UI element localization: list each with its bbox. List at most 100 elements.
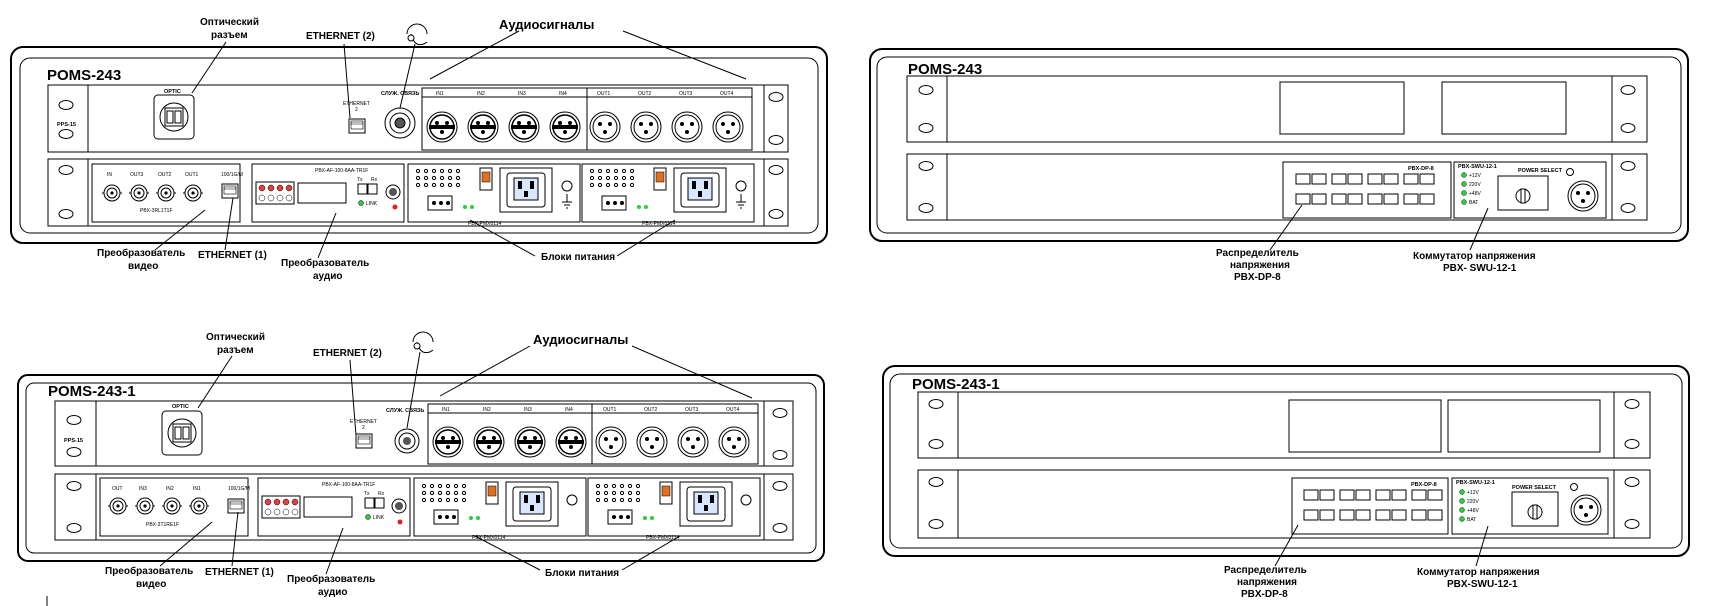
svg-text:Блоки питания: Блоки питания	[545, 568, 619, 579]
optic-label: OPTIC	[164, 89, 181, 95]
svg-text:POMS-243-1: POMS-243-1	[912, 376, 1000, 393]
svg-text:OUT3: OUT3	[685, 407, 699, 413]
svg-text:OUT4: OUT4	[720, 91, 734, 97]
svg-text:PBX-DP-8: PBX-DP-8	[1241, 589, 1288, 600]
svg-text:Блоки питания: Блоки питания	[541, 252, 615, 263]
svg-text:разъем: разъем	[217, 345, 254, 356]
svg-text:PBX- SWU-12-1: PBX- SWU-12-1	[1443, 263, 1517, 274]
svg-text:PBX-SWU-12-1: PBX-SWU-12-1	[1447, 579, 1518, 590]
svg-text:POWER SELECT: POWER SELECT	[1518, 168, 1563, 174]
svg-text:IN2: IN2	[166, 486, 174, 492]
svg-text:PBX-PMX0114: PBX-PMX0114	[468, 221, 501, 227]
svg-text:220V: 220V	[1467, 499, 1479, 505]
svg-text:IN3: IN3	[518, 91, 526, 97]
svg-text:IN1: IN1	[193, 486, 201, 492]
svg-text:Преобразователь: Преобразователь	[105, 565, 193, 577]
svg-text:+48V: +48V	[1469, 191, 1481, 197]
svg-text:BAT: BAT	[1467, 517, 1476, 523]
svg-text:POMS-243: POMS-243	[908, 61, 982, 78]
svg-text:ETHERNET (1): ETHERNET (1)	[198, 250, 267, 261]
svg-text:LINK: LINK	[366, 201, 378, 207]
svg-text:+12V: +12V	[1467, 490, 1479, 496]
svg-text:OUT3: OUT3	[130, 172, 144, 178]
rack-title: POMS-243-1	[48, 383, 136, 400]
svg-text:IN2: IN2	[483, 407, 491, 413]
svg-text:IN1: IN1	[442, 407, 450, 413]
annotations-right: Распределитель напряжения PBX-DP-8 Комму…	[1216, 204, 1540, 600]
svg-text:PBX-DP-8: PBX-DP-8	[1234, 272, 1281, 283]
svg-text:Аудиосигналы: Аудиосигналы	[499, 17, 594, 32]
svg-text:Распределитель: Распределитель	[1224, 565, 1307, 576]
svg-text:Коммутатор напряжения: Коммутатор напряжения	[1413, 251, 1536, 262]
svg-text:IN3: IN3	[524, 407, 532, 413]
annotations-bottom-left: Оптический разъем ETHERNET (2) Аудиосигн…	[46, 331, 753, 606]
svg-text:100/1G/M: 100/1G/M	[221, 172, 243, 178]
svg-text:OUT4: OUT4	[726, 407, 740, 413]
svg-text:Коммутатор напряжения: Коммутатор напряжения	[1417, 567, 1540, 578]
svg-text:СЛУЖ. СВЯЗЬ: СЛУЖ. СВЯЗЬ	[386, 408, 424, 414]
svg-text:OUT1: OUT1	[185, 172, 199, 178]
svg-text:OUT1: OUT1	[603, 407, 617, 413]
svg-text:100/1G/M: 100/1G/M	[228, 486, 250, 492]
audio-out-connectors: OUT1 OUT2 OUT3 OUT4	[589, 91, 744, 143]
svg-text:Tx: Tx	[357, 177, 363, 183]
svg-text:аудио: аудио	[318, 587, 347, 598]
svg-text:ETHERNET (2): ETHERNET (2)	[306, 31, 375, 42]
svg-text:Аудиосигналы: Аудиосигналы	[533, 332, 628, 347]
svg-text:OUT3: OUT3	[679, 91, 693, 97]
svg-text:ETHERNET (2): ETHERNET (2)	[313, 348, 382, 359]
annotations-top-left: Оптический разъем ETHERNET (2) Аудиосигн…	[97, 17, 747, 282]
svg-text:IN: IN	[107, 172, 112, 178]
rack-top-right: POMS-243 PBX-DP-8 PBX-SWU-12-1	[869, 48, 1689, 242]
rack-top-left: POMS-243 PPS-15 OPTIC ETHERNET 2 СЛУЖ. С…	[10, 46, 828, 244]
svg-text:PBX-PMX0114: PBX-PMX0114	[646, 535, 679, 541]
ethernet-2-port	[348, 118, 366, 134]
rack-title: POMS-243	[47, 67, 121, 84]
svg-text:PBX-3RL1T1F: PBX-3RL1T1F	[140, 208, 173, 214]
intercom-label: СЛУЖ. СВЯЗЬ	[381, 91, 419, 97]
psu2-dots	[589, 168, 635, 188]
svg-text:IN4: IN4	[565, 407, 573, 413]
svg-text:напряжения: напряжения	[1237, 577, 1297, 588]
svg-text:Преобразователь: Преобразователь	[97, 247, 185, 259]
svg-text:аудио: аудио	[313, 271, 342, 282]
svg-text:Rx: Rx	[371, 177, 378, 183]
svg-text:2: 2	[362, 425, 365, 431]
ethernet-1-port	[221, 183, 239, 199]
svg-text:IN1: IN1	[436, 91, 444, 97]
rack-bottom-right: POMS-243-1 PBX-DP-8 PBX-SWU-12-1	[882, 365, 1690, 557]
svg-text:Распределитель: Распределитель	[1216, 248, 1299, 259]
svg-text:ETHERNET: ETHERNET	[350, 419, 377, 425]
svg-text:OUT1: OUT1	[597, 91, 611, 97]
svg-text:ETHERNET (1): ETHERNET (1)	[205, 567, 274, 578]
svg-text:Оптический: Оптический	[206, 332, 265, 343]
video-bnc-ports: IN OUT3 OUT2 OUT1	[101, 172, 204, 202]
rack-bottom-left: POMS-243-1 PPS-15 OPTIC ETHERNET 2 СЛУЖ.…	[17, 374, 825, 562]
svg-text:PBX-SWU-12-1: PBX-SWU-12-1	[1458, 164, 1497, 170]
svg-text:PBX-DP-8: PBX-DP-8	[1408, 166, 1434, 172]
svg-text:Преобразователь: Преобразователь	[287, 573, 375, 585]
svg-text:+12V: +12V	[1469, 173, 1481, 179]
svg-text:PBX-PMX0114: PBX-PMX0114	[642, 221, 675, 227]
audio-in-connectors: IN1 IN2 IN3 IN4	[426, 91, 581, 143]
svg-text:напряжения: напряжения	[1230, 260, 1290, 271]
headset-icon	[399, 23, 428, 109]
svg-text:PPS-15: PPS-15	[64, 438, 83, 444]
svg-text:2: 2	[355, 107, 358, 113]
svg-text:IN3: IN3	[139, 486, 147, 492]
svg-text:OUT2: OUT2	[638, 91, 652, 97]
svg-text:+48V: +48V	[1467, 508, 1479, 514]
pps-label: PPS-15	[57, 122, 76, 128]
svg-text:LINK: LINK	[373, 515, 385, 521]
svg-text:OUT2: OUT2	[644, 407, 658, 413]
svg-text:220V: 220V	[1469, 182, 1481, 188]
svg-text:Tx: Tx	[364, 491, 370, 497]
svg-text:OUT2: OUT2	[158, 172, 172, 178]
headset-icon	[406, 331, 434, 429]
ethernet-jack-label: ETHERNET	[343, 101, 370, 107]
svg-text:OPTIC: OPTIC	[172, 404, 189, 410]
svg-text:PBX-PMX0114: PBX-PMX0114	[472, 535, 505, 541]
svg-text:PBX-3T1RE1F: PBX-3T1RE1F	[146, 522, 179, 528]
svg-text:PBX-SWU-12-1: PBX-SWU-12-1	[1456, 480, 1495, 486]
